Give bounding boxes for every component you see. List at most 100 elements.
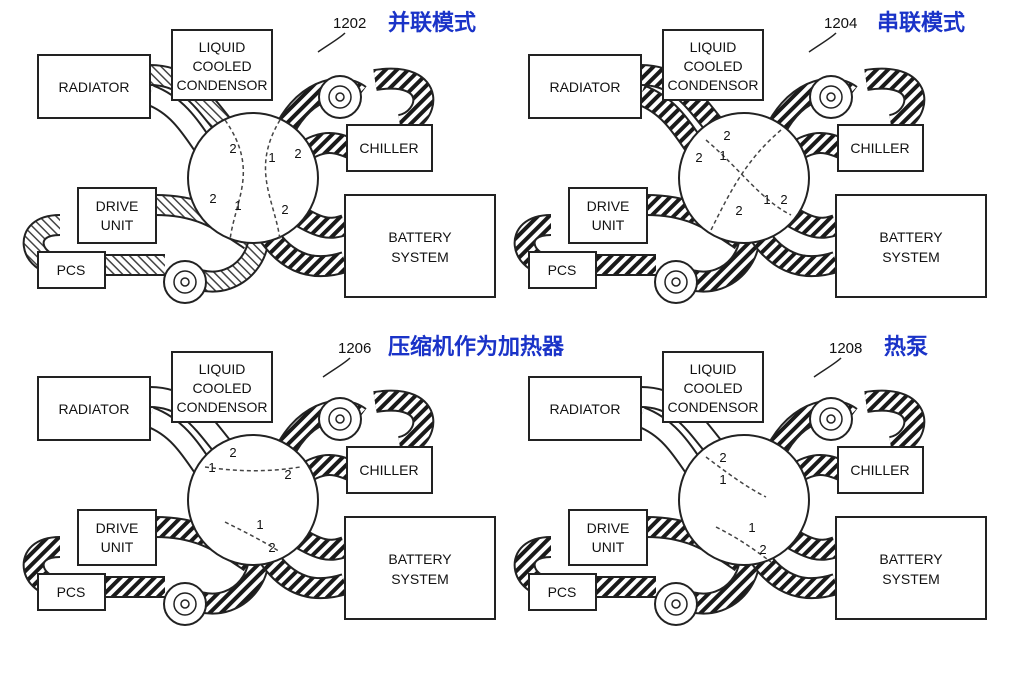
panel-title: 压缩机作为加热器 bbox=[388, 334, 565, 360]
battery-system-box bbox=[344, 516, 496, 620]
condenser-label: COOLED bbox=[683, 58, 742, 74]
pcs-label: PCS bbox=[548, 262, 577, 278]
four-way-valve bbox=[187, 434, 319, 566]
radiator-box bbox=[528, 376, 642, 441]
condenser-label: LIQUID bbox=[690, 361, 737, 377]
drive-unit-label: UNIT bbox=[101, 217, 134, 233]
condenser-box bbox=[171, 29, 273, 101]
pcs-label: PCS bbox=[548, 584, 577, 600]
valve-port-label: 2 bbox=[281, 202, 288, 217]
pcs-box bbox=[37, 251, 106, 289]
valve-port-label: 1 bbox=[256, 517, 263, 532]
valve-port-label: 2 bbox=[229, 445, 236, 460]
valve-port-label: 1 bbox=[748, 520, 755, 535]
figure-ref: 1208 bbox=[829, 340, 862, 357]
battery-label: SYSTEM bbox=[391, 249, 449, 265]
valve-port-label: 2 bbox=[229, 141, 236, 156]
valve-port-label: 2 bbox=[735, 203, 742, 218]
valve-port-label: 2 bbox=[695, 150, 702, 165]
valve-port-label: 1 bbox=[234, 198, 241, 213]
valve-port-label: 2 bbox=[209, 191, 216, 206]
battery-label: BATTERY bbox=[879, 229, 943, 245]
drive-unit-label: UNIT bbox=[592, 539, 625, 555]
panel-series-mode: 2 2 1 2 1 2 RADIATOR LIQUID COOLED CONDE… bbox=[513, 11, 987, 304]
condenser-box bbox=[662, 29, 764, 101]
condenser-box bbox=[171, 351, 273, 423]
battery-system-box bbox=[835, 194, 987, 298]
figure-ref: 1202 bbox=[333, 15, 366, 32]
panel-heat-pump-mode: 2 1 1 2 RADIATOR LIQUID COOLED CONDENSOR… bbox=[513, 334, 987, 626]
radiator-label: RADIATOR bbox=[549, 79, 620, 95]
pcs-label: PCS bbox=[57, 262, 86, 278]
radiator-box bbox=[528, 54, 642, 119]
condenser-label: CONDENSOR bbox=[176, 77, 267, 93]
radiator-box bbox=[37, 54, 151, 119]
pcs-box bbox=[528, 573, 597, 611]
condenser-label: COOLED bbox=[192, 58, 251, 74]
pcs-label: PCS bbox=[57, 584, 86, 600]
drive-unit-box bbox=[77, 187, 157, 244]
pcs-box bbox=[528, 251, 597, 289]
condenser-label: CONDENSOR bbox=[176, 399, 267, 415]
chiller-box bbox=[346, 446, 433, 494]
figure-ref: 1206 bbox=[338, 340, 371, 357]
condenser-label: CONDENSOR bbox=[667, 77, 758, 93]
valve-port-label: 1 bbox=[719, 148, 726, 163]
drive-unit-label: DRIVE bbox=[96, 198, 139, 214]
battery-label: BATTERY bbox=[388, 551, 452, 567]
pcs-box bbox=[37, 573, 106, 611]
valve-port-label: 1 bbox=[208, 460, 215, 475]
panel-title: 串联模式 bbox=[877, 11, 965, 36]
condenser-label: LIQUID bbox=[690, 39, 737, 55]
battery-label: SYSTEM bbox=[882, 249, 940, 265]
four-way-valve bbox=[678, 434, 810, 566]
valve-port-label: 2 bbox=[723, 128, 730, 143]
valve-port-label: 1 bbox=[719, 472, 726, 487]
drive-unit-label: UNIT bbox=[592, 217, 625, 233]
drive-unit-label: DRIVE bbox=[587, 520, 630, 536]
condenser-label: LIQUID bbox=[199, 361, 246, 377]
valve-port-label: 1 bbox=[763, 192, 770, 207]
chiller-label: CHILLER bbox=[850, 462, 909, 478]
four-way-valve bbox=[678, 112, 810, 244]
condenser-label: CONDENSOR bbox=[667, 399, 758, 415]
battery-system-box bbox=[835, 516, 987, 620]
valve-port-label: 2 bbox=[719, 450, 726, 465]
pipes bbox=[513, 386, 926, 615]
drive-unit-label: UNIT bbox=[101, 539, 134, 555]
chiller-box bbox=[837, 124, 924, 172]
radiator-label: RADIATOR bbox=[58, 79, 129, 95]
valve-port-label: 2 bbox=[780, 192, 787, 207]
panel-title: 并联模式 bbox=[388, 10, 476, 36]
panel-parallel-mode: 2 1 2 2 1 2 RADIATOR LIQUID COOLED CONDE… bbox=[22, 10, 496, 304]
panel-title: 热泵 bbox=[884, 334, 928, 360]
battery-label: BATTERY bbox=[388, 229, 452, 245]
drive-unit-box bbox=[568, 187, 648, 244]
chiller-label: CHILLER bbox=[359, 140, 418, 156]
battery-system-box bbox=[344, 194, 496, 298]
radiator-label: RADIATOR bbox=[549, 401, 620, 417]
panel-compressor-heater-mode: 2 1 2 1 2 RADIATOR LIQUID COOLED CONDENS… bbox=[22, 334, 565, 626]
valve-port-label: 2 bbox=[284, 467, 291, 482]
condenser-label: LIQUID bbox=[199, 39, 246, 55]
radiator-label: RADIATOR bbox=[58, 401, 129, 417]
chiller-label: CHILLER bbox=[359, 462, 418, 478]
valve-port-label: 2 bbox=[294, 146, 301, 161]
drive-unit-box bbox=[568, 509, 648, 566]
valve-port-label: 1 bbox=[268, 150, 275, 165]
radiator-box bbox=[37, 376, 151, 441]
drive-unit-box bbox=[77, 509, 157, 566]
chiller-box bbox=[837, 446, 924, 494]
battery-label: SYSTEM bbox=[882, 571, 940, 587]
battery-label: SYSTEM bbox=[391, 571, 449, 587]
chiller-label: CHILLER bbox=[850, 140, 909, 156]
figure-ref: 1204 bbox=[824, 15, 857, 32]
four-way-valve bbox=[187, 112, 319, 244]
drive-unit-label: DRIVE bbox=[96, 520, 139, 536]
condenser-box bbox=[662, 351, 764, 423]
battery-label: BATTERY bbox=[879, 551, 943, 567]
valve-port-label: 2 bbox=[268, 540, 275, 555]
drive-unit-label: DRIVE bbox=[587, 198, 630, 214]
valve-port-label: 2 bbox=[759, 542, 766, 557]
